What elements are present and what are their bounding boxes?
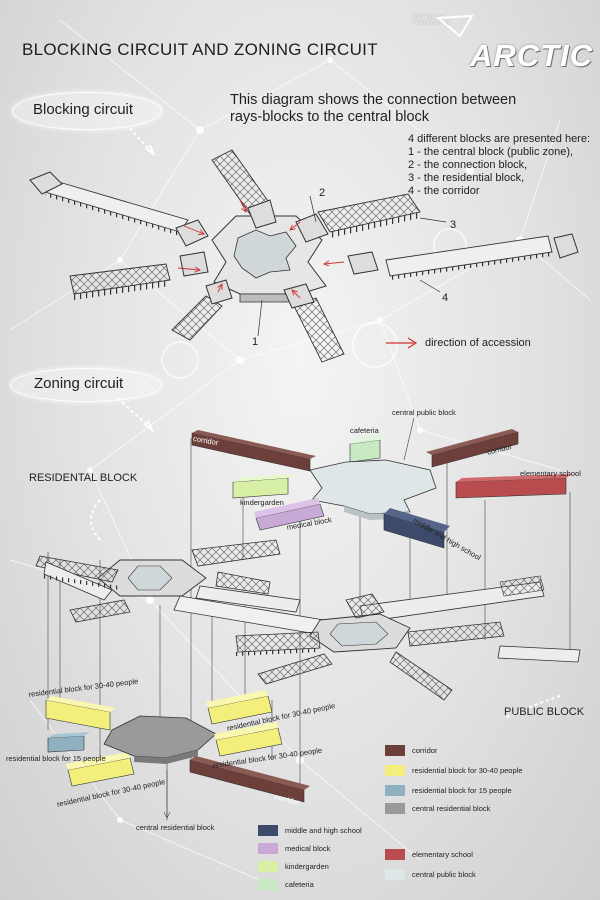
middle-school-block: [383, 508, 450, 549]
zoning-label-oval: [10, 368, 162, 402]
combined-station-left: [35, 539, 301, 623]
accession-legend-label: direction of accession: [425, 337, 531, 349]
blocking-list: 4 different blocks are presented here: 1…: [408, 133, 598, 198]
legend-swatch: [385, 803, 405, 814]
block-number-2: 2: [319, 187, 326, 199]
legend-item: central residential block: [385, 803, 490, 814]
brand-subtitle: Alaal Extreme Habitat Challenge: [412, 14, 452, 26]
block-number-1: 1: [252, 336, 259, 348]
legend-label: elementary school: [412, 850, 473, 859]
blocking-list-item: 2 - the connection block,: [408, 159, 528, 171]
blocking-description: This diagram shows the connection betwee…: [230, 92, 517, 125]
legend-swatch: [258, 825, 278, 836]
legend-item: residential block for 15 people: [385, 785, 512, 796]
cafeteria-block: [349, 434, 386, 463]
residential-15-block: [47, 732, 90, 753]
label-central-public: central public block: [392, 408, 456, 417]
legend-label: kindergarden: [285, 862, 329, 871]
label-elementary: elementary school: [520, 469, 581, 478]
residential-3040-block-d: [214, 722, 283, 757]
label-res-15: residential block for 15 people: [6, 754, 106, 763]
legend-label: medical block: [285, 844, 331, 853]
medical-block: [254, 498, 325, 531]
blocking-label-oval: [12, 92, 162, 130]
corridor-block-right: [426, 429, 519, 468]
kindergarden-block: [232, 474, 294, 499]
legend-label: corridor: [412, 746, 438, 755]
central-residential-block: [103, 715, 217, 764]
legend-swatch: [385, 785, 405, 796]
legend-label: residential block for 15 people: [412, 786, 512, 795]
legend-swatch: [385, 849, 405, 860]
legend-item: medical block: [258, 843, 330, 854]
residental-block-title: RESIDENTAL BLOCK: [29, 472, 138, 484]
ray-block-right: [347, 233, 579, 280]
legend-swatch: [258, 861, 278, 872]
ray-block-right-upper: [295, 193, 421, 243]
legend-swatch: [385, 869, 405, 880]
residential-3040-block-b: [66, 752, 135, 787]
block-number-3: 3: [450, 219, 457, 231]
label-kindergarden: kindergarden: [240, 498, 284, 507]
page-title: BLOCKING CIRCUIT AND ZONING CIRCUIT: [22, 40, 378, 59]
legend-item: elementary school: [385, 849, 473, 860]
legend-item: central public block: [385, 869, 476, 880]
blocking-list-item: 1 - the central block (public zone),: [408, 146, 574, 158]
legend-label: central public block: [412, 870, 476, 879]
residential-3040-block-c: [206, 690, 273, 725]
legend-item: middle and high school: [258, 825, 362, 836]
blocking-list-intro: 4 different blocks are presented here:: [408, 133, 591, 145]
blocking-list-item: 3 - the residential block,: [408, 172, 525, 184]
blocking-section-label: Blocking circuit: [33, 101, 134, 118]
legend-label: middle and high school: [285, 826, 362, 835]
legend-item: corridor: [385, 745, 437, 756]
brand-logo: ARCTIC: [470, 38, 594, 73]
block-number-4: 4: [442, 292, 449, 304]
legend-item: kindergarden: [258, 861, 329, 872]
ray-block-upper-left: [29, 171, 209, 247]
corridor-block-left: [191, 430, 316, 472]
public-block-title: PUBLIC BLOCK: [504, 706, 585, 718]
combined-station-right: [235, 593, 581, 701]
legend-item: cafeteria: [258, 879, 314, 890]
legend-label: cafeteria: [285, 880, 314, 889]
ray-block-left: [69, 251, 209, 300]
zoning-section-label: Zoning circuit: [34, 375, 124, 392]
legend-label: central residential block: [412, 804, 491, 813]
legend-item: residential block for 30-40 people: [385, 765, 523, 776]
legend-swatch: [385, 765, 405, 776]
accession-arrow-icon: [386, 337, 418, 349]
legend-swatch: [385, 745, 405, 756]
central-public-block: [309, 459, 437, 520]
residential-3040-block-a: [45, 696, 116, 731]
central-hub: [211, 215, 327, 303]
blocking-list-item: 4 - the corridor: [408, 185, 480, 197]
legend-swatch: [258, 879, 278, 890]
elementary-school-block: [455, 474, 572, 499]
ray-block-top: [211, 149, 277, 229]
legend-label: residential block for 30-40 people: [412, 766, 523, 775]
label-central-residential: central residential block: [136, 823, 215, 832]
legend-swatch: [258, 843, 278, 854]
ray-block-lower-left: [171, 279, 233, 341]
corridor-block-bottom: [189, 756, 310, 803]
label-cafeteria: cafeteria: [350, 426, 379, 435]
